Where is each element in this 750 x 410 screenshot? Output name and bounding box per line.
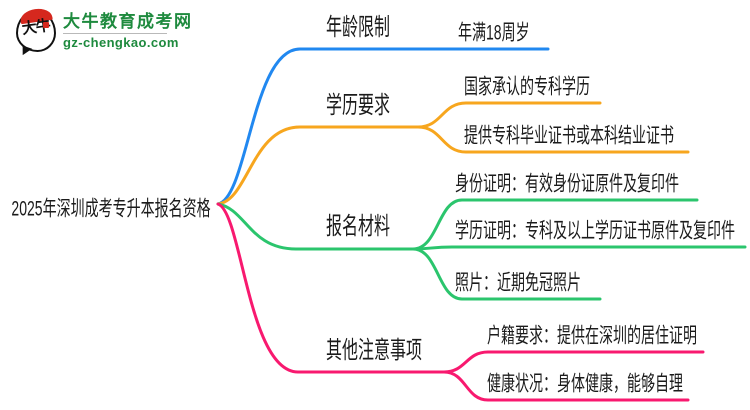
logo-seal-icon (43, 22, 49, 28)
branch-line-materials (216, 202, 415, 251)
root-node: 2025年深圳成考专升本报名资格 (8, 196, 214, 220)
logo-mark: 大牛 (16, 6, 56, 52)
branch-node-education: 学历要求 (326, 94, 390, 119)
leaf-provide-certificates: 提供专科毕业证书或本科结业证书 (464, 123, 674, 147)
site-name: 大牛教育成考网 (63, 12, 193, 31)
leaf-age-18-label: 年满18周岁 (458, 20, 530, 44)
leaf-education-proof-label: 学历证明：专科及以上学历证书原件及复印件 (455, 218, 735, 242)
branch-line-education (216, 125, 420, 206)
branch-node-age: 年龄限制 (326, 16, 390, 41)
branch-line-notes-child-1 (442, 350, 705, 374)
branch-node-age-label: 年龄限制 (326, 15, 391, 41)
branch-node-education-label: 学历要求 (326, 93, 391, 119)
branch-line-education-child-2 (416, 125, 690, 154)
branch-line-materials-child-1 (411, 198, 699, 251)
branch-node-materials-label: 报名材料 (326, 214, 391, 240)
logo-divider (63, 33, 167, 34)
leaf-health-condition-label: 健康状况：身体健康，能够自理 (487, 371, 683, 395)
leaf-residence-requirement-label: 户籍要求：提供在深圳的居住证明 (487, 323, 697, 347)
root-node-label: 2025年深圳成考专升本报名资格 (11, 196, 211, 220)
leaf-identity-proof-label: 身份证明：有效身份证原件及复印件 (455, 171, 679, 195)
leaf-provide-certificates-label: 提供专科毕业证书或本科结业证书 (464, 123, 674, 147)
branch-node-materials: 报名材料 (326, 215, 390, 240)
leaf-recognized-diploma: 国家承认的专科学历 (464, 74, 590, 98)
leaf-photo: 照片：近期免冠照片 (455, 270, 581, 294)
branch-line-materials-child-2 (411, 245, 747, 251)
branch-line-age (216, 47, 550, 206)
leaf-age-18: 年满18周岁 (458, 20, 530, 44)
leaf-recognized-diploma-label: 国家承认的专科学历 (464, 74, 590, 98)
branch-line-materials-child-3 (411, 247, 602, 301)
site-logo[interactable]: 大牛 大牛教育成考网 gz-chengkao.com (16, 6, 193, 52)
site-url: gz-chengkao.com (63, 35, 179, 50)
logo-text-block: 大牛教育成考网 gz-chengkao.com (63, 12, 193, 50)
leaf-identity-proof: 身份证明：有效身份证原件及复印件 (455, 171, 679, 195)
logo-characters: 大牛 (21, 18, 51, 38)
branch-node-notes-label: 其他注意事项 (326, 338, 423, 364)
branch-line-notes (216, 202, 446, 374)
leaf-residence-requirement: 户籍要求：提供在深圳的居住证明 (487, 323, 697, 347)
branch-node-notes: 其他注意事项 (326, 339, 422, 364)
leaf-photo-label: 照片：近期免冠照片 (455, 270, 581, 294)
leaf-health-condition: 健康状况：身体健康，能够自理 (487, 371, 683, 395)
branch-line-education-child-1 (416, 101, 602, 129)
branch-line-notes-child-2 (442, 370, 690, 402)
leaf-education-proof: 学历证明：专科及以上学历证书原件及复印件 (455, 218, 735, 242)
